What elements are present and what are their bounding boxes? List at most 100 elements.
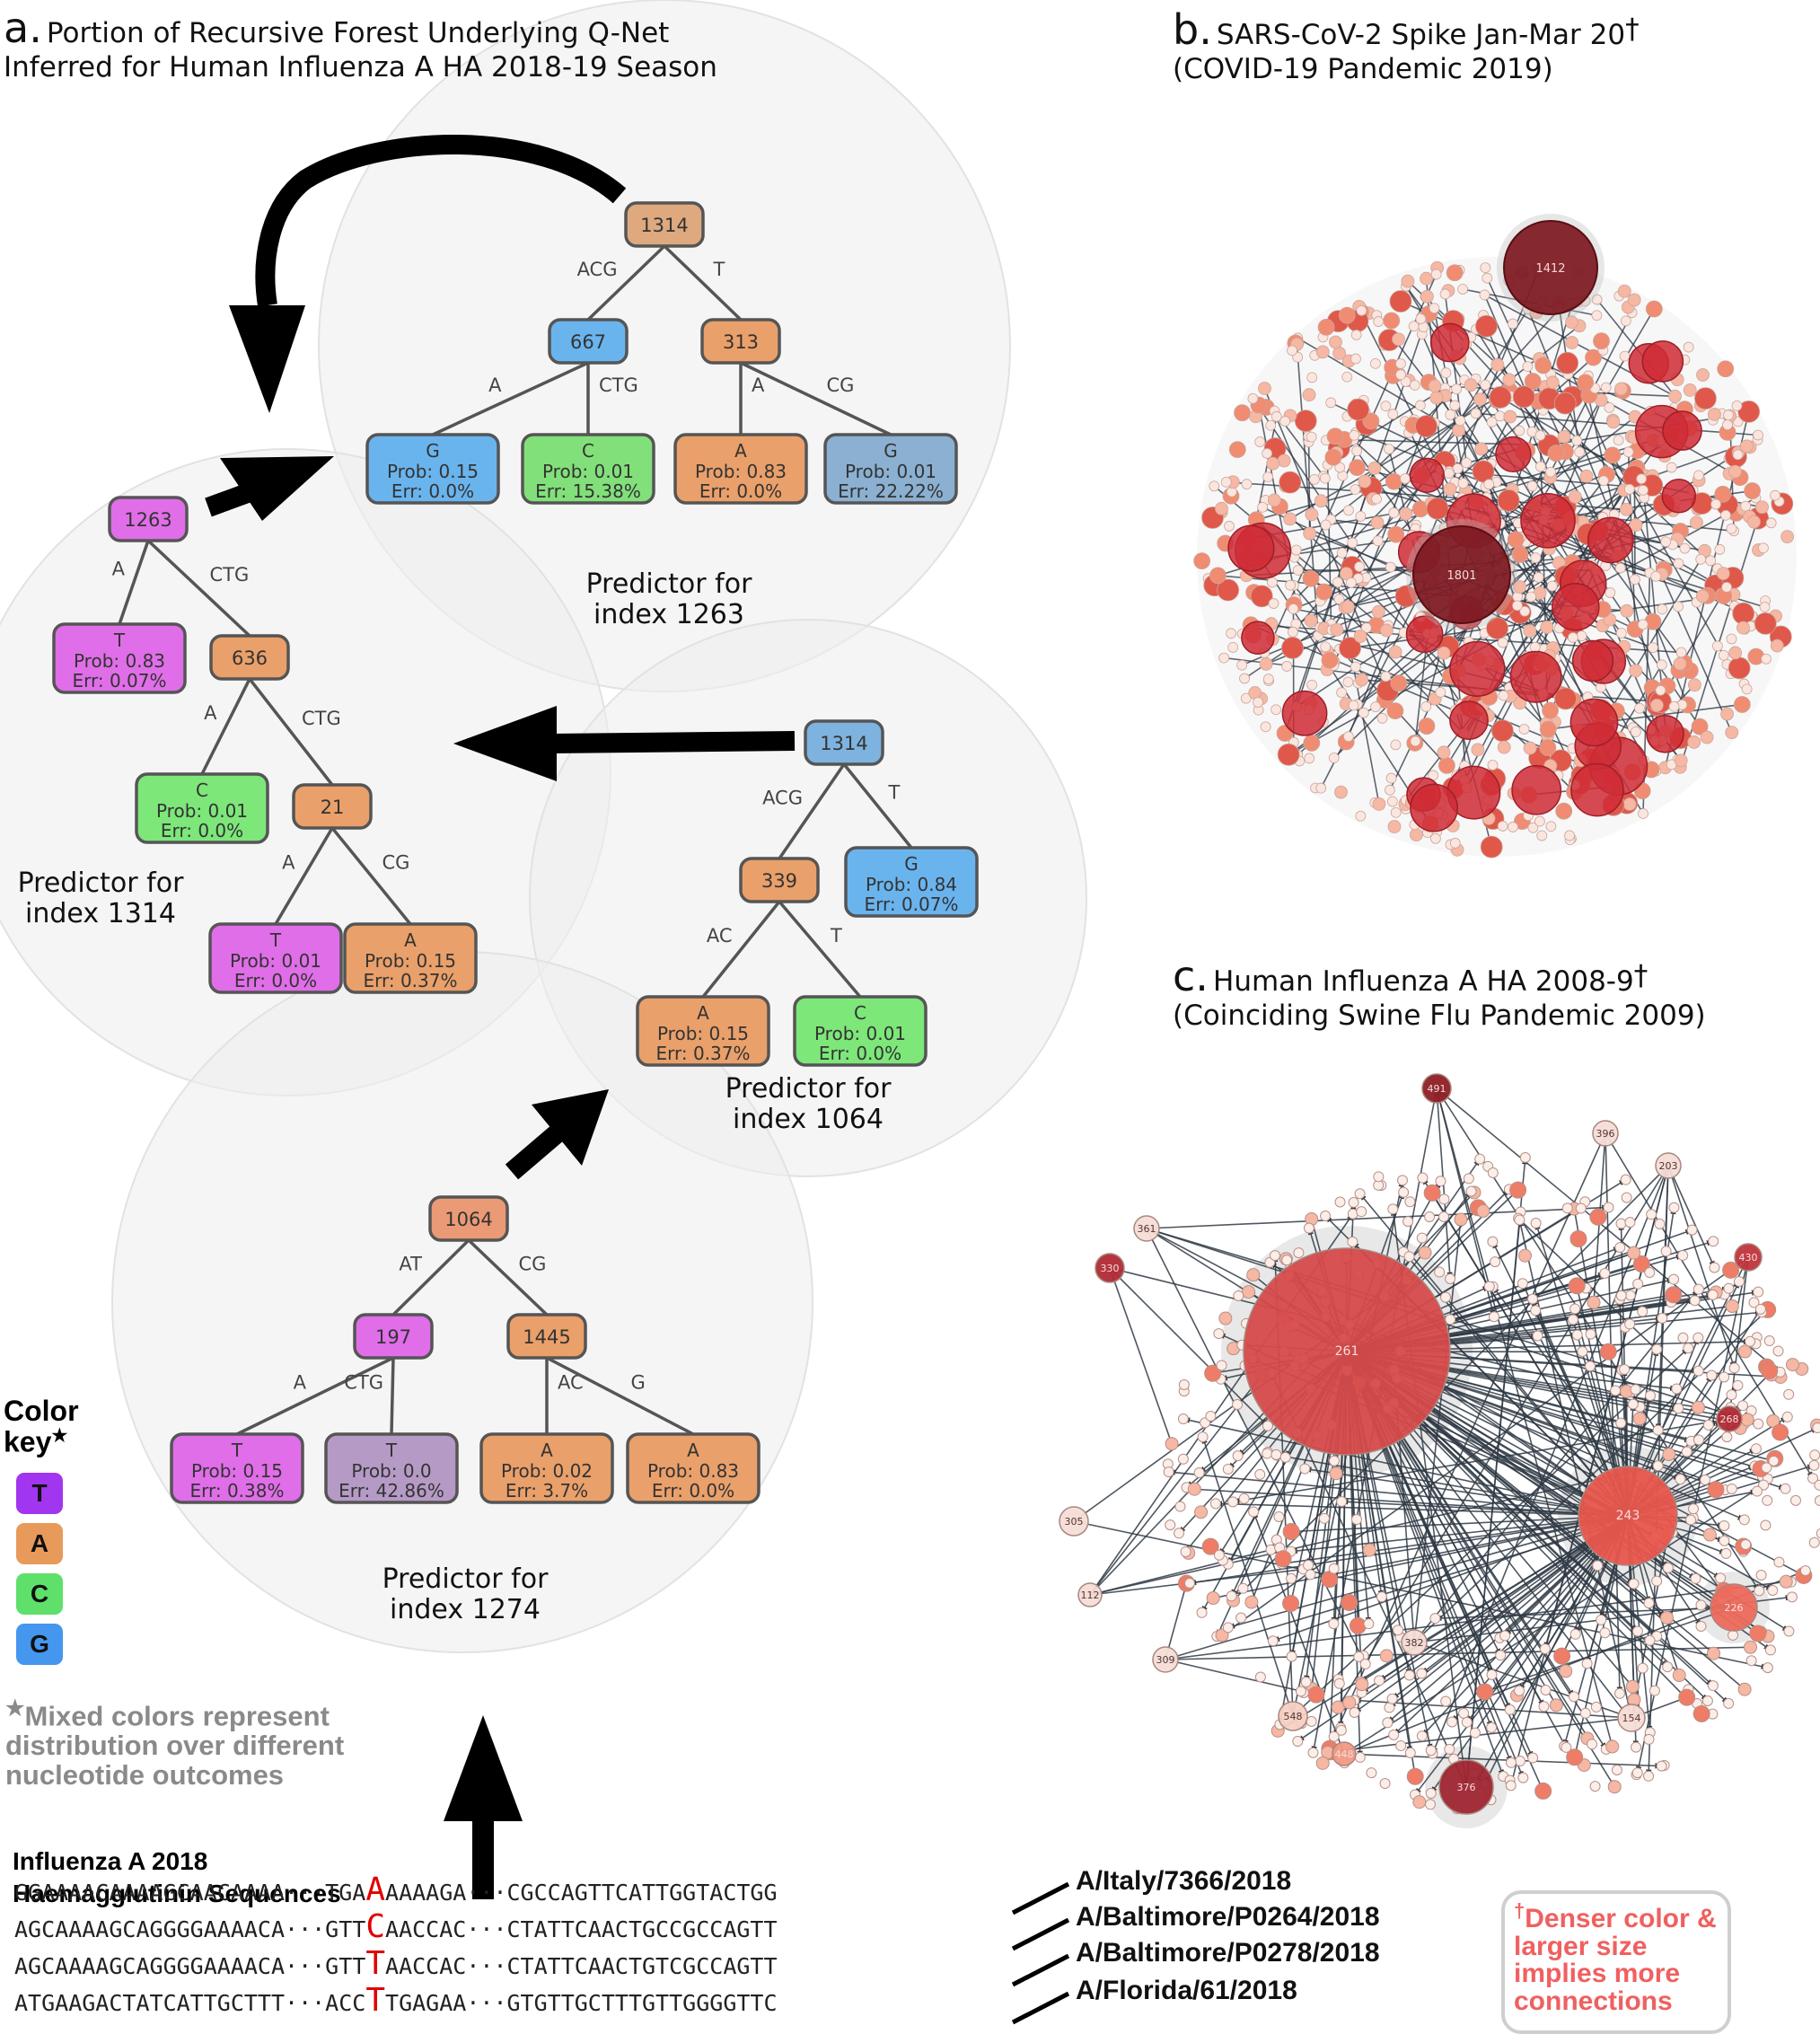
network-node: [1234, 404, 1251, 422]
network-node: [1681, 1446, 1693, 1457]
network-edge: [1605, 1132, 1623, 1695]
network-node: [1335, 1724, 1347, 1736]
tree-edge-label: T: [830, 925, 842, 947]
network-node: [1389, 290, 1412, 313]
network-node: [1438, 1211, 1450, 1222]
network-node: [1354, 561, 1365, 572]
network-node: [1495, 1650, 1507, 1661]
network-edge: [1375, 1383, 1735, 1608]
strain-label: A/Florida/61/2018: [1076, 1976, 1297, 2005]
tree-edge: [546, 1356, 694, 1436]
network-c-nodes: 2612434913962033613304302683051123093822…: [1059, 1073, 1820, 1815]
network-node: [1418, 718, 1436, 735]
hub-node: [1412, 525, 1511, 624]
hub-label: 548: [1284, 1711, 1303, 1722]
network-node: [1217, 578, 1240, 602]
split-node-box: [108, 496, 189, 542]
network-edge: [1193, 1486, 1629, 1517]
tree-edge: [248, 677, 334, 787]
network-node: [1285, 579, 1296, 591]
network-edge: [1332, 1132, 1606, 1738]
network-node: [1561, 1202, 1573, 1214]
network-node: [1719, 1371, 1730, 1383]
network-node: [1279, 471, 1302, 494]
network-edge: [1631, 436, 1637, 580]
network-node: [1338, 306, 1356, 324]
network-node: [1262, 1448, 1273, 1459]
tree-caption-line2: index 1263: [593, 599, 744, 630]
network-node: [1657, 1312, 1668, 1324]
network-node: [1305, 1569, 1316, 1581]
network-node: [1358, 707, 1369, 718]
leaf-node-box: [343, 922, 478, 994]
leaf-err: Err: 22.22%: [838, 480, 944, 502]
network-node: [1350, 661, 1361, 673]
network-node: [1444, 1743, 1455, 1755]
network-node: [1638, 484, 1649, 496]
hub-node: [1716, 1405, 1743, 1432]
network-node: [1671, 1383, 1683, 1395]
network-node: [1318, 1512, 1330, 1524]
leaf-prob: Prob: 0.01: [230, 950, 321, 972]
network-node: [1812, 1422, 1820, 1434]
network-node: [1545, 821, 1557, 832]
split-node-index: 1263: [124, 509, 171, 531]
network-node: [1317, 318, 1335, 336]
network-node: [1693, 1434, 1704, 1446]
network-node: [1385, 472, 1402, 490]
network-node: [1237, 1582, 1249, 1594]
leaf-base: T: [269, 929, 282, 951]
network-node: [1235, 1612, 1247, 1624]
network-node: [1632, 1278, 1644, 1290]
network-node: [1732, 1379, 1744, 1391]
sequence-header: Influenza A 2018 Haemagglutinin Sequence…: [13, 1845, 341, 1911]
flow-arrow-1064-to-1314: [547, 731, 796, 753]
split-node-box: [428, 1195, 509, 1242]
tree-edge: [330, 826, 412, 926]
network-edge: [1332, 387, 1446, 458]
network-node: [1350, 1514, 1362, 1526]
network-node: [1568, 1277, 1586, 1295]
leaf-node-box: [170, 1432, 304, 1504]
network-node: [1605, 1739, 1620, 1754]
network-node: [1809, 1449, 1820, 1461]
network-node: [1709, 1262, 1720, 1273]
panel-b-title-line1: SARS-CoV-2 Spike Jan-Mar 20: [1216, 19, 1626, 51]
leaf-err: Err: 0.0%: [234, 970, 317, 991]
network-node: [1643, 1733, 1655, 1745]
network-node: [1532, 1330, 1543, 1342]
network-node: [1569, 1229, 1587, 1247]
network-node: [1738, 1344, 1753, 1359]
panel-b-title: b. SARS-CoV-2 Spike Jan-Mar 20† (COVID-1…: [1173, 6, 1640, 84]
hub-node: [1734, 1243, 1763, 1272]
network-node: [1216, 1360, 1227, 1371]
network-node: [1339, 637, 1361, 660]
network-edge: [1146, 1228, 1760, 1425]
leaf-node-box: [208, 922, 343, 994]
network-node: [1760, 1519, 1772, 1531]
network-node: [1197, 1431, 1209, 1443]
network-node: [1644, 1266, 1656, 1278]
network-node: [1534, 357, 1552, 374]
network-node: [1622, 446, 1634, 458]
network-node: [1723, 409, 1734, 421]
network-node: [1785, 1358, 1799, 1372]
network-node: [1355, 1678, 1369, 1692]
network-node: [1615, 1417, 1627, 1429]
network-node-large: [1281, 690, 1328, 736]
color-key-star: ★: [51, 1425, 68, 1446]
network-node: [1725, 726, 1739, 740]
network-node: [1307, 1686, 1325, 1704]
seq-highlight: A: [365, 1871, 386, 1908]
network-node: [1508, 822, 1518, 832]
split-node-index: 339: [761, 870, 797, 892]
split-node: 313: [700, 318, 781, 365]
network-node: [1356, 1206, 1367, 1218]
mixed-note-text: Mixed colors represent distribution over…: [5, 1700, 345, 1792]
network-node: [1738, 1514, 1750, 1526]
network-node: [1668, 1273, 1680, 1285]
network-node: [1814, 1495, 1820, 1507]
network-node: [1706, 1369, 1718, 1381]
